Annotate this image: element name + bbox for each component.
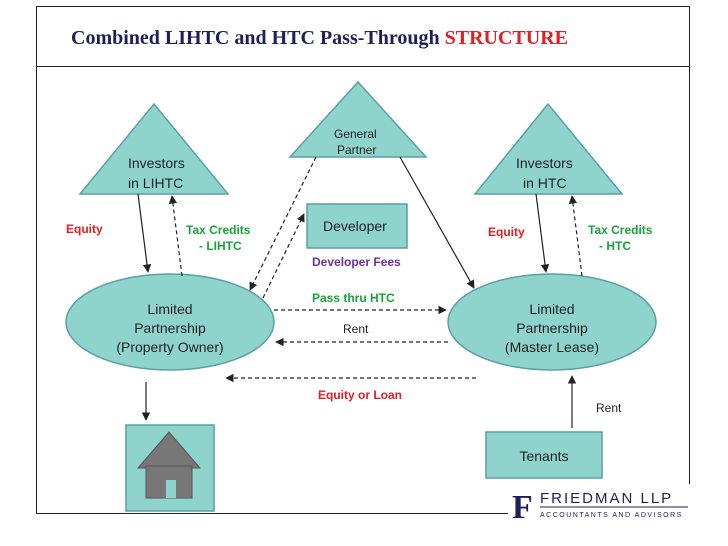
- developer-fees-label: Developer Fees: [312, 255, 401, 269]
- title-accent: STRUCTURE: [444, 27, 568, 49]
- title-bar: Combined LIHTC and HTC Pass-Through STRU…: [37, 7, 689, 67]
- lp-owner-line2: Partnership: [134, 320, 206, 336]
- arrow-developer-fees: [262, 213, 305, 299]
- arrow-equity-left: [137, 193, 152, 273]
- lp-master-line2: Partnership: [516, 320, 588, 336]
- investors-lihtc-line2: in LIHTC: [128, 175, 183, 191]
- arrow-gp-to-lp-owner: [249, 156, 317, 291]
- lp-owner-node: [65, 273, 275, 371]
- tenants-node: [485, 431, 603, 479]
- equity-left-label: Equity: [66, 222, 103, 236]
- house-icon: [136, 431, 202, 499]
- arrow-tax-credits-htc: [568, 195, 583, 277]
- investors-htc-line1: Investors: [516, 155, 573, 171]
- rent-mid-label: Rent: [343, 322, 369, 336]
- developer-label: Developer: [323, 218, 387, 234]
- pass-thru-htc-label: Pass thru HTC: [312, 291, 395, 305]
- tax-credits-htc-line2: - HTC: [599, 239, 631, 253]
- lp-owner-line3: (Property Owner): [116, 339, 223, 355]
- logo-letter: F: [512, 489, 533, 526]
- tax-credits-lihtc-line1: Tax Credits: [186, 223, 251, 237]
- logo-name: FRIEDMAN LLP: [540, 490, 673, 507]
- equity-or-loan-label: Equity or Loan: [318, 388, 402, 402]
- investors-htc-node: [473, 102, 624, 195]
- equity-right-label: Equity: [488, 225, 525, 239]
- friedman-logo: F FRIEDMAN LLP ACCOUNTANTS AND ADVISORS: [508, 484, 690, 526]
- arrow-equity-right: [535, 193, 550, 273]
- lp-master-node: [447, 273, 657, 371]
- title-main: Combined LIHTC and HTC Pass-Through: [71, 27, 445, 49]
- investors-lihtc-line1: Investors: [128, 155, 185, 171]
- logo-tagline: ACCOUNTANTS AND ADVISORS: [540, 512, 683, 519]
- general-partner-line1: General: [334, 127, 377, 141]
- tax-credits-lihtc-line2: - LIHTC: [199, 239, 242, 253]
- lp-master-line1: Limited: [529, 301, 574, 317]
- tax-credits-htc-line1: Tax Credits: [588, 223, 653, 237]
- tenants-label: Tenants: [519, 448, 568, 464]
- general-partner-line2: Partner: [337, 143, 376, 157]
- arrow-gp-to-lp-master: [399, 156, 475, 289]
- lp-master-line3: (Master Lease): [505, 339, 599, 355]
- arrow-tax-credits-lihtc: [168, 195, 183, 277]
- rent-right-label: Rent: [596, 401, 622, 415]
- page-title: Combined LIHTC and HTC Pass-Through STRU…: [71, 27, 568, 50]
- investors-htc-line2: in HTC: [523, 175, 567, 191]
- lp-owner-line1: Limited: [147, 301, 192, 317]
- developer-node: [306, 203, 408, 249]
- investors-lihtc-node: [78, 102, 230, 195]
- general-partner-node: [288, 80, 428, 158]
